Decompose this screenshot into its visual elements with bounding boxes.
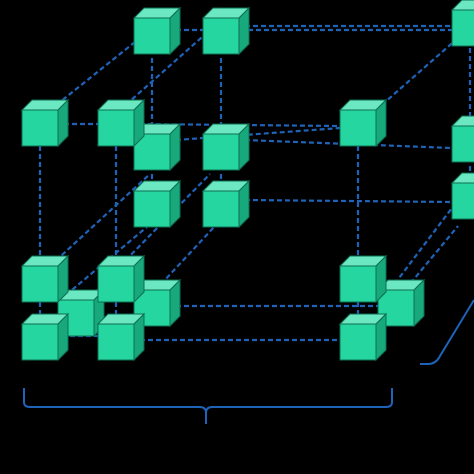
annotations xyxy=(23,299,474,424)
cube-node xyxy=(20,98,70,148)
bottom-brace xyxy=(23,388,393,424)
cube-node xyxy=(201,179,251,229)
cube-node xyxy=(338,312,388,362)
cube-node xyxy=(132,6,182,56)
cube-node xyxy=(96,98,146,148)
cube-node xyxy=(450,0,474,47)
connection-line xyxy=(119,29,211,111)
cube-node xyxy=(20,254,70,304)
connection-line xyxy=(244,138,453,150)
cube-nodes xyxy=(20,0,474,362)
connection-line xyxy=(244,198,453,204)
cube-node xyxy=(20,312,70,362)
cube-node xyxy=(201,6,251,56)
cube-node xyxy=(201,122,251,172)
cube-node xyxy=(132,179,182,229)
cube-node xyxy=(132,122,182,172)
cube-node xyxy=(450,115,474,163)
connection-line xyxy=(49,173,151,267)
connection-line xyxy=(49,29,151,111)
side-bracket xyxy=(420,299,474,365)
cube-node xyxy=(450,172,474,220)
cube-node xyxy=(96,254,146,304)
cube-node xyxy=(338,98,388,148)
connection-line xyxy=(175,126,341,142)
connection-line xyxy=(389,199,459,291)
connection-line xyxy=(375,37,459,111)
cube-node xyxy=(96,312,146,362)
cube-node xyxy=(338,254,388,304)
